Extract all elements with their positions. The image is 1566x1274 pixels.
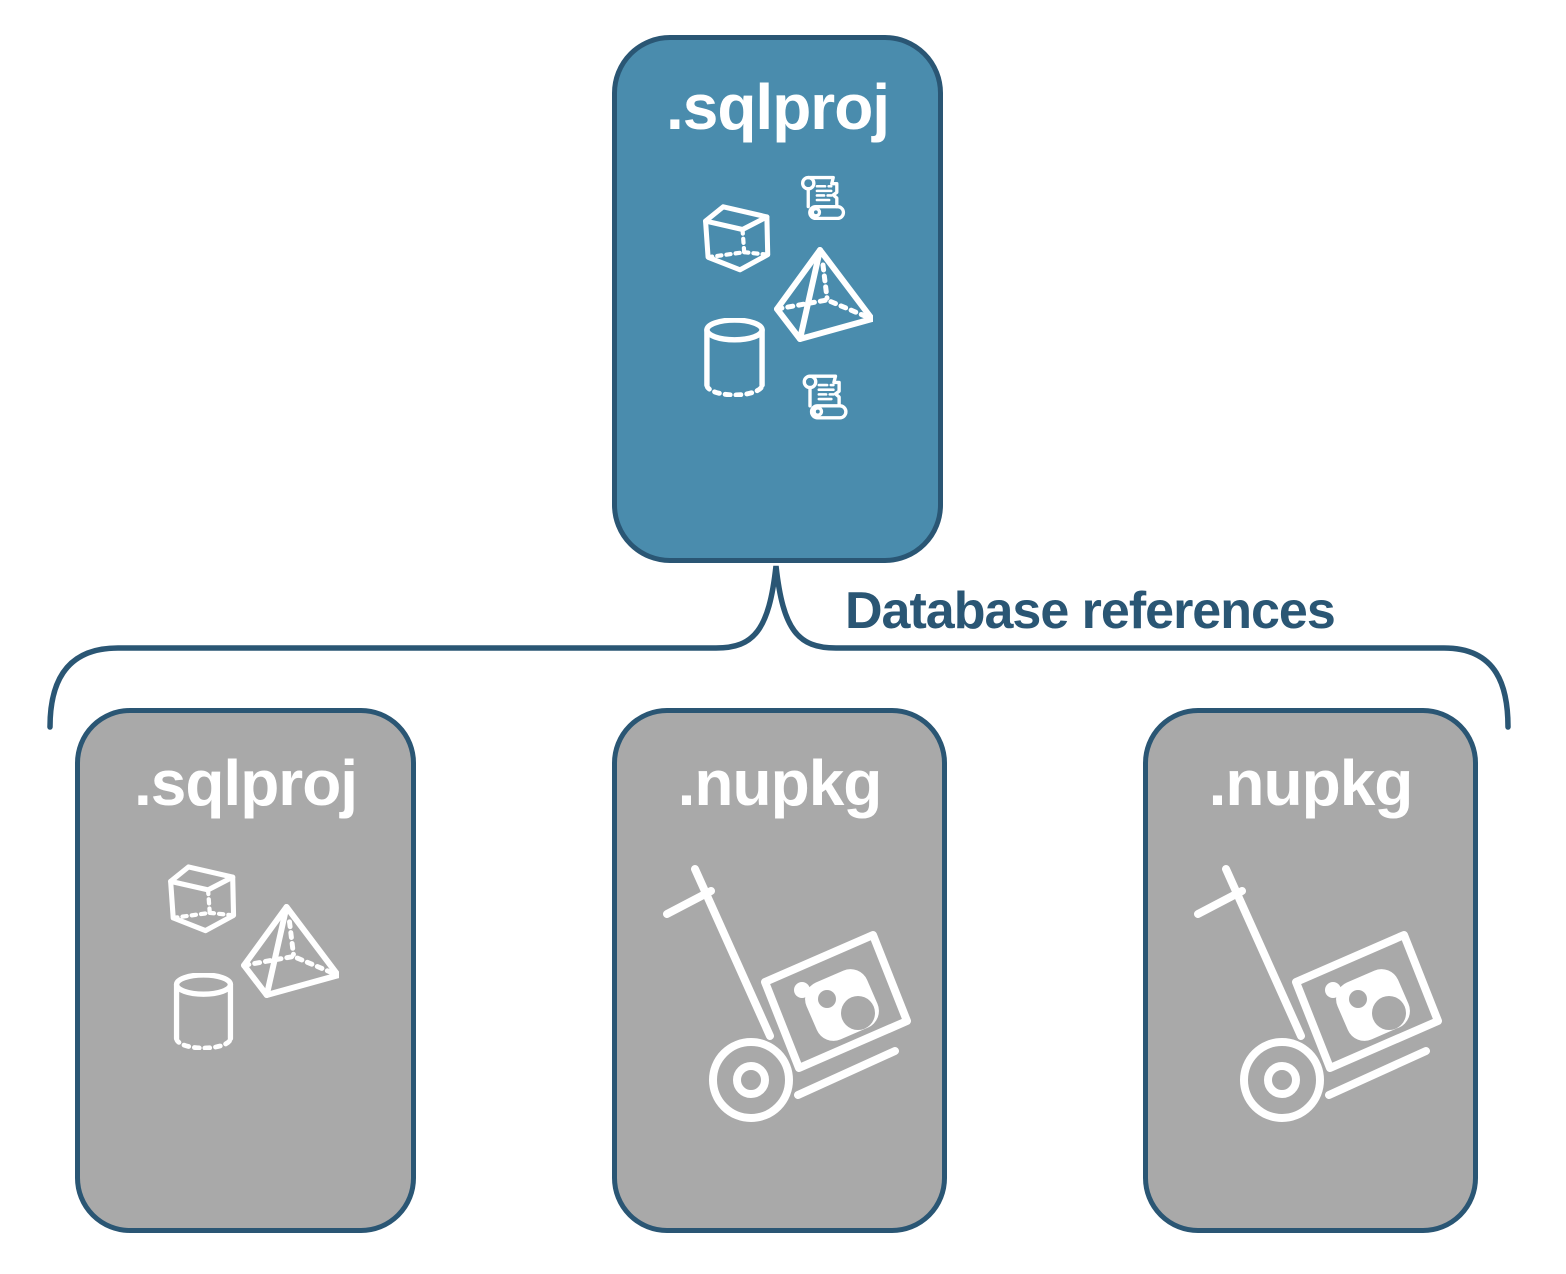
child-box-label: .sqlproj xyxy=(133,747,358,819)
cylinder-icon xyxy=(170,973,237,1050)
root-box-sqlproj: .sqlproj xyxy=(612,35,943,563)
database-references-label: Database references xyxy=(845,582,1336,640)
child-box-label: .nupkg xyxy=(677,747,883,819)
cube-icon xyxy=(163,860,248,941)
child-box-sqlproj: .sqlproj xyxy=(75,708,416,1233)
cylinder-icon xyxy=(702,318,767,397)
script-scroll-icon xyxy=(797,371,849,424)
script-scroll-icon xyxy=(795,173,847,224)
pyramid-icon xyxy=(240,904,339,998)
root-box-label: .sqlproj xyxy=(665,71,890,143)
child-box-label: .nupkg xyxy=(1208,747,1414,819)
package-hand-truck-icon xyxy=(1186,848,1451,1128)
package-hand-truck-icon xyxy=(655,848,920,1128)
pyramid-icon xyxy=(773,247,873,342)
cube-icon xyxy=(698,200,782,280)
child-box-nupkg-2: .nupkg xyxy=(1143,708,1478,1233)
child-box-nupkg-1: .nupkg xyxy=(612,708,947,1233)
